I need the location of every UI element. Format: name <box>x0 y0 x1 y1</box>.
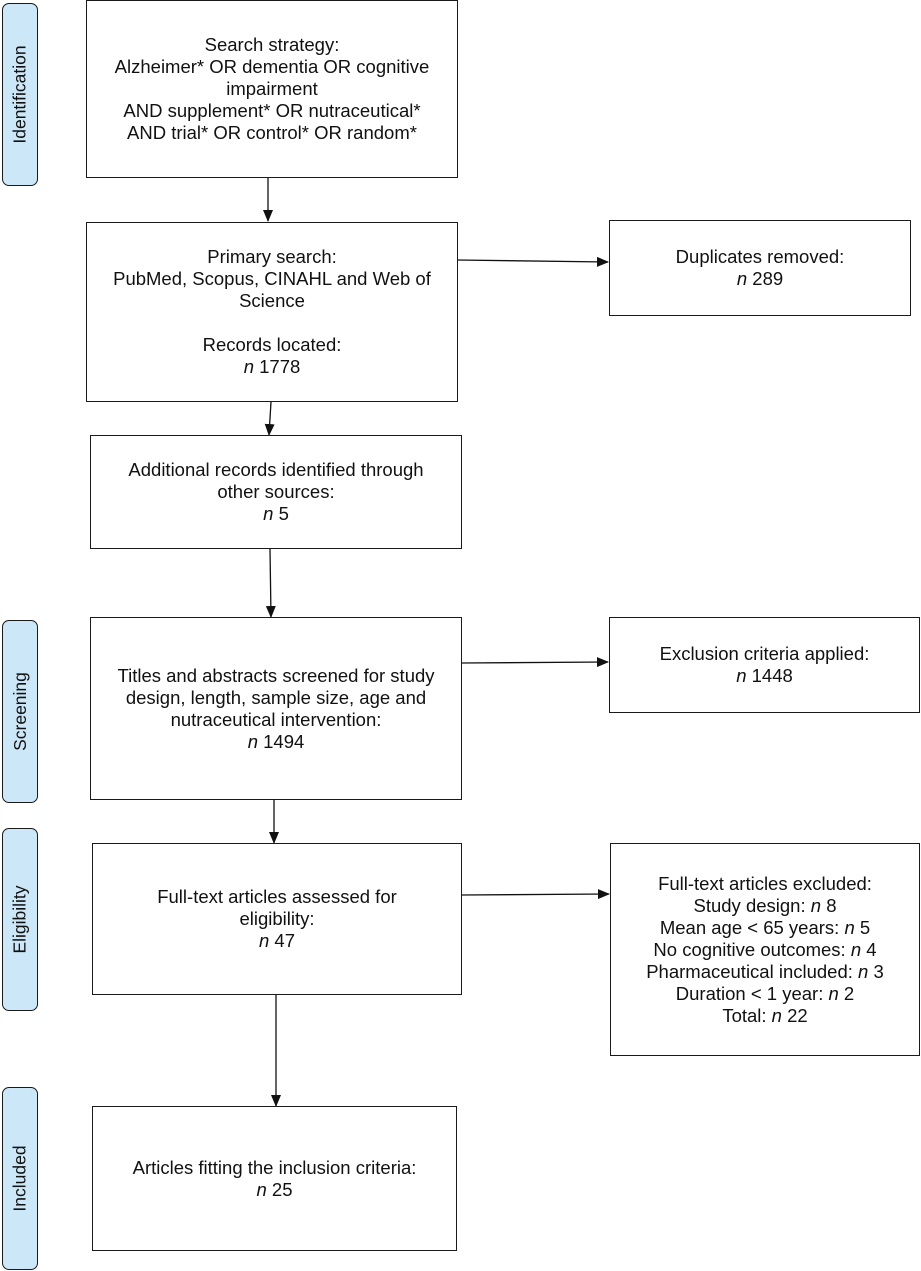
arrow-additional-to-screened <box>265 548 276 618</box>
primary-line: Science <box>239 290 305 311</box>
records-located-count: n 1778 <box>243 356 301 377</box>
exclusion-criteria-box: Exclusion criteria applied: n 1448 <box>609 617 920 713</box>
duplicates-removed-box: Duplicates removed: n 289 <box>609 220 911 316</box>
fulltext-count: n 47 <box>258 930 295 951</box>
duplicates-label: Duplicates removed: <box>675 246 845 267</box>
duplicates-count: n 289 <box>736 268 784 289</box>
fulltext-line: eligibility: <box>239 908 315 929</box>
screened-line: design, length, sample size, age and <box>125 686 427 708</box>
arrow-screened-to-exclusion <box>460 657 609 668</box>
included-label: Articles fitting the inclusion criteria: <box>132 1156 417 1178</box>
search-line: AND supplement* OR nutraceutical* <box>123 100 421 121</box>
arrow-primary-to-duplicates <box>456 256 609 267</box>
exclusion-label: Exclusion criteria applied: <box>659 643 870 664</box>
fulltext-excluded-box: Full-text articles excluded: Study desig… <box>610 843 920 1056</box>
additional-count: n 5 <box>263 503 289 524</box>
screened-line: nutraceutical intervention: <box>170 708 382 730</box>
included-count: n 25 <box>256 1178 293 1200</box>
additional-records-box: Additional records identified through ot… <box>90 435 462 549</box>
excluded-total: Total: n 22 <box>722 1004 808 1026</box>
additional-line: Additional records identified through <box>128 459 424 480</box>
included-box: Articles fitting the inclusion criteria:… <box>92 1106 457 1251</box>
primary-line: PubMed, Scopus, CINAHL and Web of <box>113 268 431 289</box>
search-line: Search strategy: <box>204 34 340 55</box>
fulltext-assessed-box: Full-text articles assessed for eligibil… <box>92 843 462 995</box>
stage-eligibility: Eligibility <box>2 828 38 1011</box>
search-strategy-box: Search strategy: Alzheimer* OR dementia … <box>86 0 458 178</box>
screened-count: n 1494 <box>247 730 305 752</box>
excluded-item: Duration < 1 year: n 2 <box>675 982 855 1004</box>
excluded-title: Full-text articles excluded: <box>658 872 872 894</box>
search-line: AND trial* OR control* OR random* <box>127 122 417 143</box>
screened-box: Titles and abstracts screened for study … <box>90 617 462 800</box>
search-line: Alzheimer* OR dementia OR cognitive <box>114 56 430 77</box>
primary-search-box: Primary search: PubMed, Scopus, CINAHL a… <box>86 222 458 402</box>
excluded-item: Mean age < 65 years: n 5 <box>659 916 871 938</box>
excluded-item: Pharmaceutical included: n 3 <box>646 960 884 982</box>
excluded-item: Study design: n 8 <box>693 894 837 916</box>
excluded-item: No cognitive outcomes: n 4 <box>653 938 877 960</box>
arrow-fulltext-to-excluded <box>461 889 610 900</box>
primary-line: Primary search: <box>207 246 337 267</box>
stage-screening: Screening <box>2 620 38 803</box>
fulltext-line: Full-text articles assessed for <box>157 886 397 907</box>
arrow-primary-to-additional <box>264 401 275 436</box>
additional-line: other sources: <box>217 481 335 502</box>
stage-included: Included <box>2 1087 38 1270</box>
search-line: impairment <box>226 78 318 99</box>
screened-line: Titles and abstracts screened for study <box>117 664 435 686</box>
stage-identification: Identification <box>2 3 38 186</box>
exclusion-count: n 1448 <box>736 665 793 686</box>
records-located-label: Records located: <box>202 334 342 355</box>
